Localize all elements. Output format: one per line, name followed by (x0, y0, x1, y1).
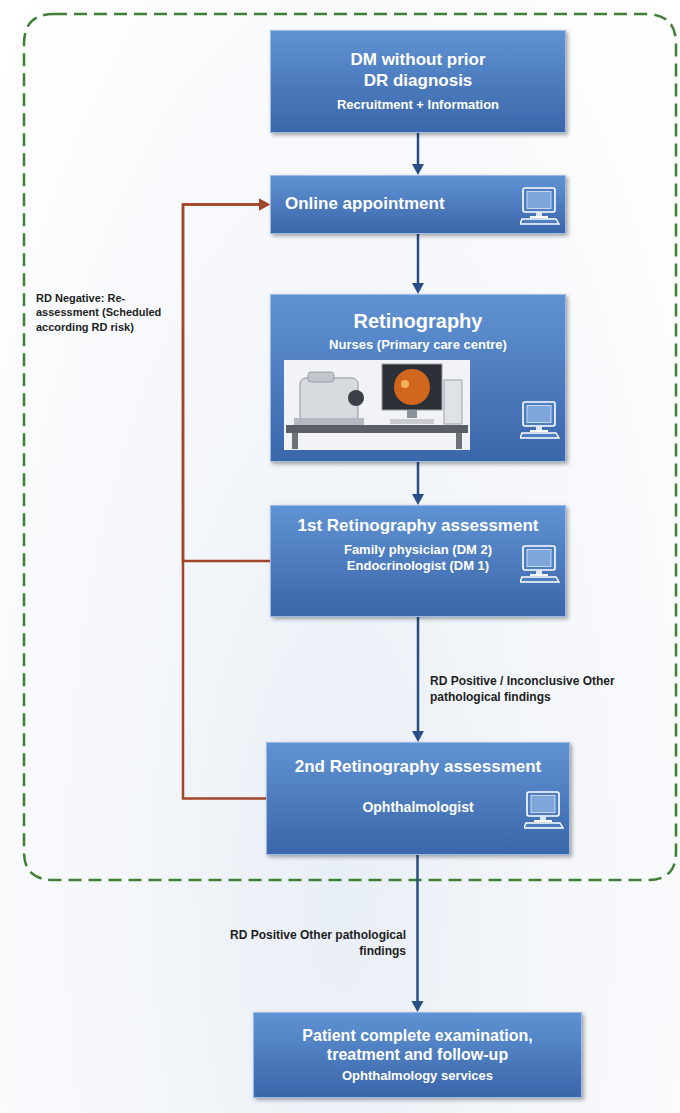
edge-label: RD Positive / Inconclusive Other patholo… (430, 674, 615, 705)
connector (417, 234, 420, 285)
arrow-head (412, 1001, 424, 1012)
arrow-head (259, 199, 270, 211)
connector (183, 205, 266, 799)
process-box: 1st Retinography assessmentFamily physic… (270, 505, 566, 617)
arrow-head (412, 283, 424, 294)
process-box: RetinographyNurses (Primary care centre) (270, 294, 566, 462)
screening-boundary (24, 14, 676, 880)
box-title: 2nd Retinography assessment (295, 757, 542, 777)
arrow-head (412, 731, 424, 742)
connector (183, 205, 270, 562)
computer-icon (520, 188, 559, 224)
box-title: Retinography (354, 309, 483, 333)
connector (416, 855, 419, 1003)
box-title: 1st Retinography assessment (298, 516, 539, 536)
arrow-head (259, 199, 270, 211)
box-subtitle: Family physician (DM 2) Endocrinologist … (336, 542, 501, 573)
process-box: 2nd Retinography assessmentOphthalmologi… (266, 742, 570, 855)
computer-icon (520, 546, 559, 582)
box-title: DM without prior DR diagnosis (338, 50, 498, 91)
connector (417, 617, 420, 733)
box-subtitle: Ophthalmology services (342, 1068, 493, 1084)
edge-label: RD Negative: Re-assessment (Scheduled ac… (36, 291, 168, 334)
box-subtitle: Nurses (Primary care centre) (329, 337, 507, 353)
box-title: Patient complete examination, treatment … (268, 1026, 567, 1064)
edge-label: RD Positive Other pathological findings (206, 928, 406, 959)
process-box: Patient complete examination, treatment … (253, 1012, 582, 1098)
computer-icon (524, 792, 563, 828)
box-subtitle: Recruitment + Information (337, 97, 499, 113)
connector (417, 133, 420, 166)
retinograph-picture (284, 360, 470, 450)
computer-icon (520, 402, 559, 438)
arrow-head (412, 494, 424, 505)
connector (417, 462, 420, 496)
box-title: Online appointment (285, 194, 445, 214)
process-box: Online appointment (270, 175, 566, 234)
process-box: DM without prior DR diagnosisRecruitment… (270, 30, 566, 133)
box-subtitle: Ophthalmologist (362, 799, 473, 816)
arrow-head (412, 164, 424, 175)
